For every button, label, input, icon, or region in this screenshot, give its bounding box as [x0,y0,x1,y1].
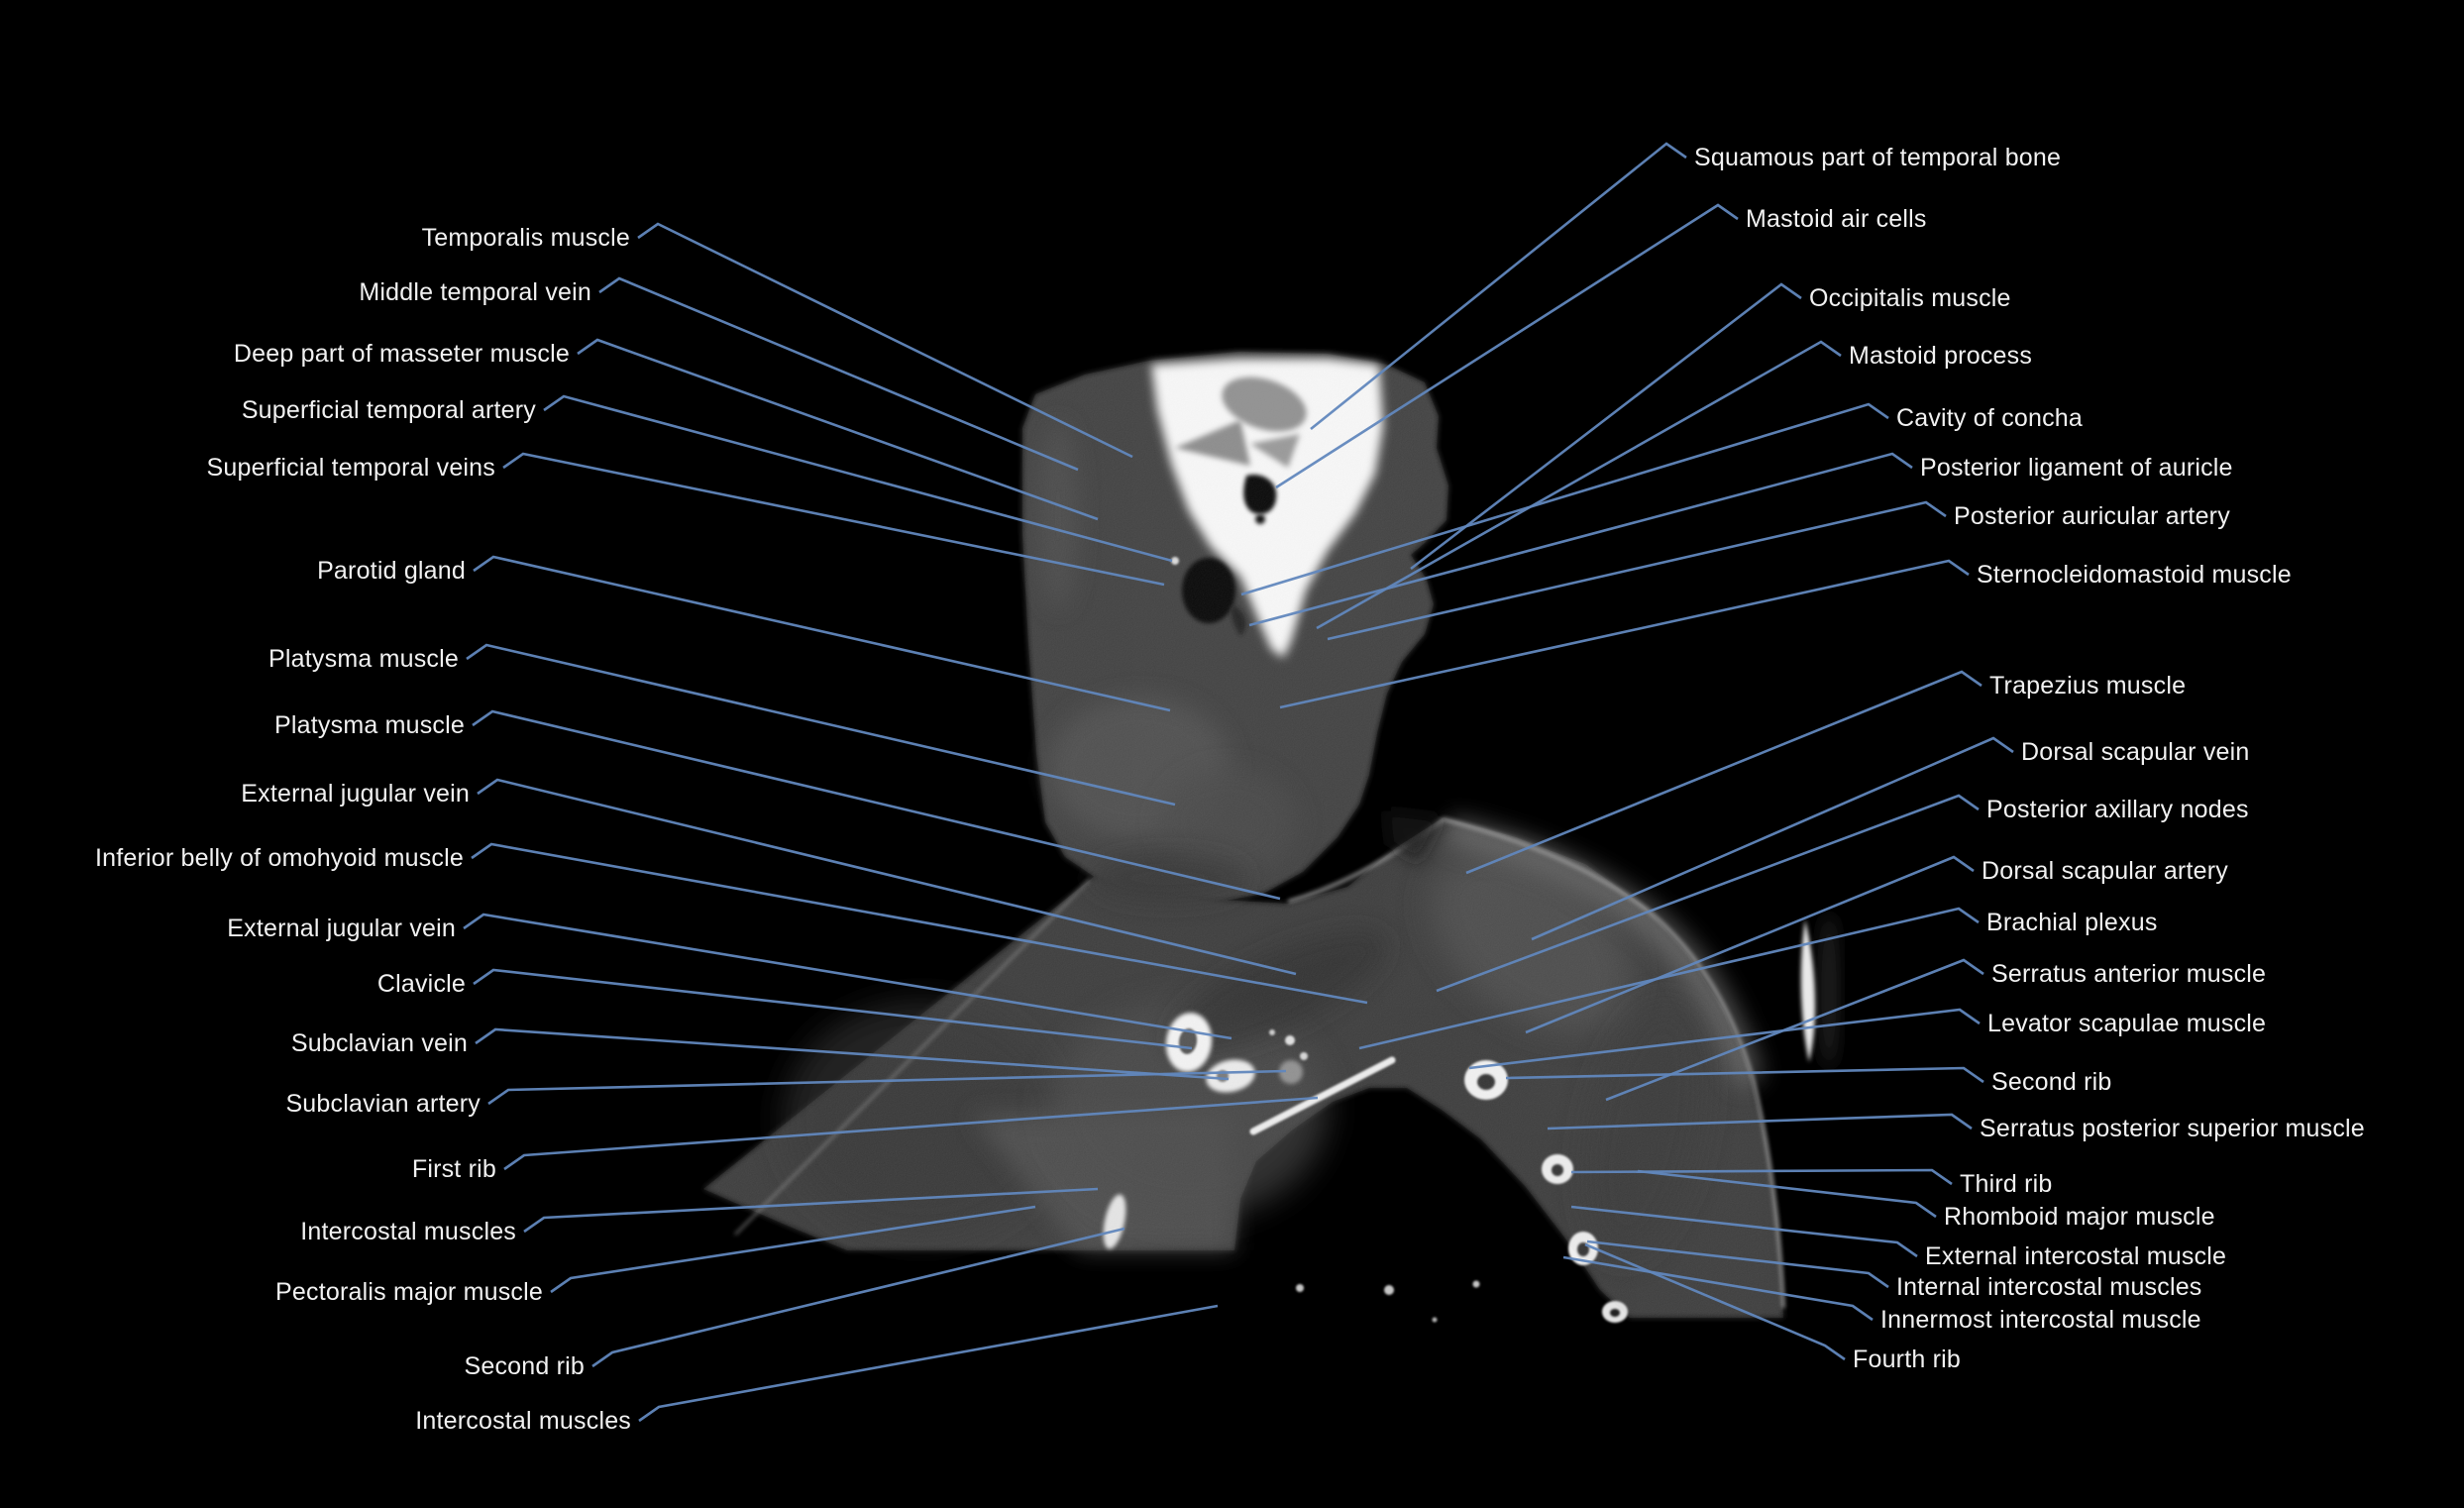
leader-line-left-15 [523,1187,1099,1234]
anatomy-label-right-18: Rhomboid major muscle [1944,1203,2215,1231]
leader-line-left-11 [473,968,1193,1050]
anatomy-label-right-9: Dorsal scapular vein [2021,738,2250,766]
leader-line-left-3 [543,394,1173,563]
leader-line-right-3 [1316,340,1842,630]
leader-line-right-18 [1637,1169,1937,1219]
leader-line-left-13 [487,1069,1287,1106]
leader-line-left-9 [471,842,1368,1005]
anatomy-label-right-0: Squamous part of temporal bone [1694,144,2062,171]
leader-line-left-0 [637,222,1133,459]
anatomy-label-left-15: Intercostal muscles [300,1218,516,1245]
anatomy-label-left-0: Temporalis muscle [421,224,630,252]
anatomy-label-right-11: Dorsal scapular artery [1982,857,2228,885]
anatomy-label-right-13: Serratus anterior muscle [1991,960,2267,988]
anatomy-label-right-8: Trapezius muscle [1989,672,2187,700]
leader-line-left-12 [475,1027,1230,1081]
leader-line-right-14 [1468,1008,1981,1070]
leader-line-right-7 [1279,559,1970,709]
leader-line-left-1 [598,276,1079,472]
leader-lines-layer [463,142,2014,1423]
leader-line-right-22 [1584,1242,1846,1361]
anatomy-label-right-21: Innermost intercostal muscle [1880,1306,2201,1334]
anatomy-label-left-10: External jugular vein [227,915,456,942]
anatomy-label-left-14: First rib [411,1155,496,1183]
leader-line-left-5 [473,555,1171,712]
leader-line-right-4 [1240,402,1889,596]
ct-scapula-shadow [1821,914,1837,1068]
anatomy-label-left-3: Superficial temporal artery [241,396,536,424]
leader-line-right-6 [1327,500,1947,641]
anatomy-label-left-18: Intercostal muscles [415,1407,631,1435]
anatomy-label-right-20: Internal intercostal muscles [1896,1273,2202,1301]
leader-line-left-2 [577,338,1099,521]
ct-lung-vessel-dot [1432,1317,1438,1323]
leader-line-left-10 [463,913,1232,1040]
anatomy-label-left-16: Pectoralis major muscle [275,1278,543,1306]
anatomy-label-left-8: External jugular vein [241,780,470,808]
anatomy-label-left-7: Platysma muscle [274,711,465,739]
anatomy-label-left-2: Deep part of masseter muscle [233,340,570,368]
ct-lung-vessel-dot [1472,1280,1480,1288]
ct-fifth-rib-medulla [1610,1309,1620,1317]
anatomy-label-left-13: Subclavian artery [285,1090,481,1118]
leader-line-right-15 [1505,1066,1984,1084]
leader-line-left-14 [503,1096,1319,1171]
leader-line-right-17 [1570,1168,1953,1186]
leader-line-right-19 [1570,1205,1918,1258]
anatomy-label-right-22: Fourth rib [1853,1346,1961,1373]
anatomy-label-right-4: Cavity of concha [1896,404,2084,432]
anatomy-label-right-2: Occipitalis muscle [1809,284,2011,312]
leader-line-left-17 [591,1227,1125,1368]
leader-line-right-0 [1310,142,1687,431]
leader-line-right-5 [1248,452,1913,627]
leader-line-left-7 [472,709,1281,901]
leader-line-right-21 [1562,1255,1874,1322]
anatomy-label-right-6: Posterior auricular artery [1954,502,2230,530]
anatomy-label-right-16: Serratus posterior superior muscle [1980,1115,2365,1142]
anatomy-label-right-19: External intercostal muscle [1925,1242,2227,1270]
anatomy-label-right-3: Mastoid process [1849,342,2033,370]
anatomy-label-right-17: Third rib [1960,1170,2053,1198]
anatomy-label-right-10: Posterior axillary nodes [1986,796,2249,823]
leader-line-right-8 [1465,670,1982,875]
anatomy-label-left-11: Clavicle [376,970,466,998]
leader-line-right-11 [1525,855,1975,1034]
anatomy-label-left-9: Inferior belly of omohyoid muscle [94,844,464,872]
leader-line-left-18 [638,1304,1219,1423]
anatomy-label-left-6: Platysma muscle [268,645,459,673]
anatomy-label-right-15: Second rib [1991,1068,2112,1096]
leader-line-right-16 [1547,1113,1973,1131]
leader-line-right-10 [1436,794,1980,993]
anatomy-label-left-12: Subclavian vein [290,1029,468,1057]
ct-scapula-sliver [1800,919,1816,1062]
anatomy-label-right-1: Mastoid air cells [1746,205,1927,233]
anatomy-label-right-14: Levator scapulae muscle [1987,1010,2267,1037]
ct-lung-vessel-dot [1384,1285,1394,1295]
anatomy-label-right-12: Brachial plexus [1986,909,2158,936]
leader-line-right-12 [1358,907,1980,1050]
leader-line-left-8 [477,778,1297,976]
anatomy-label-right-5: Posterior ligament of auricle [1920,454,2233,482]
anatomy-label-left-4: Superficial temporal veins [206,454,495,482]
anatomy-label-left-1: Middle temporal vein [359,278,591,306]
leader-line-left-16 [550,1205,1036,1294]
leader-line-left-6 [466,643,1176,807]
ct-lung-vessel-dot [1296,1284,1304,1292]
anatomy-label-left-5: Parotid gland [317,557,466,585]
leader-line-right-20 [1586,1239,1889,1289]
anatomy-label-left-17: Second rib [464,1352,585,1380]
leader-line-right-9 [1531,736,2014,941]
leader-line-left-4 [502,452,1165,587]
leader-line-right-2 [1410,282,1802,571]
leader-line-right-13 [1605,958,1984,1102]
anatomy-label-right-7: Sternocleidomastoid muscle [1977,561,2292,589]
leader-line-right-1 [1275,203,1739,489]
ct-anatomy-art [703,352,1837,1323]
